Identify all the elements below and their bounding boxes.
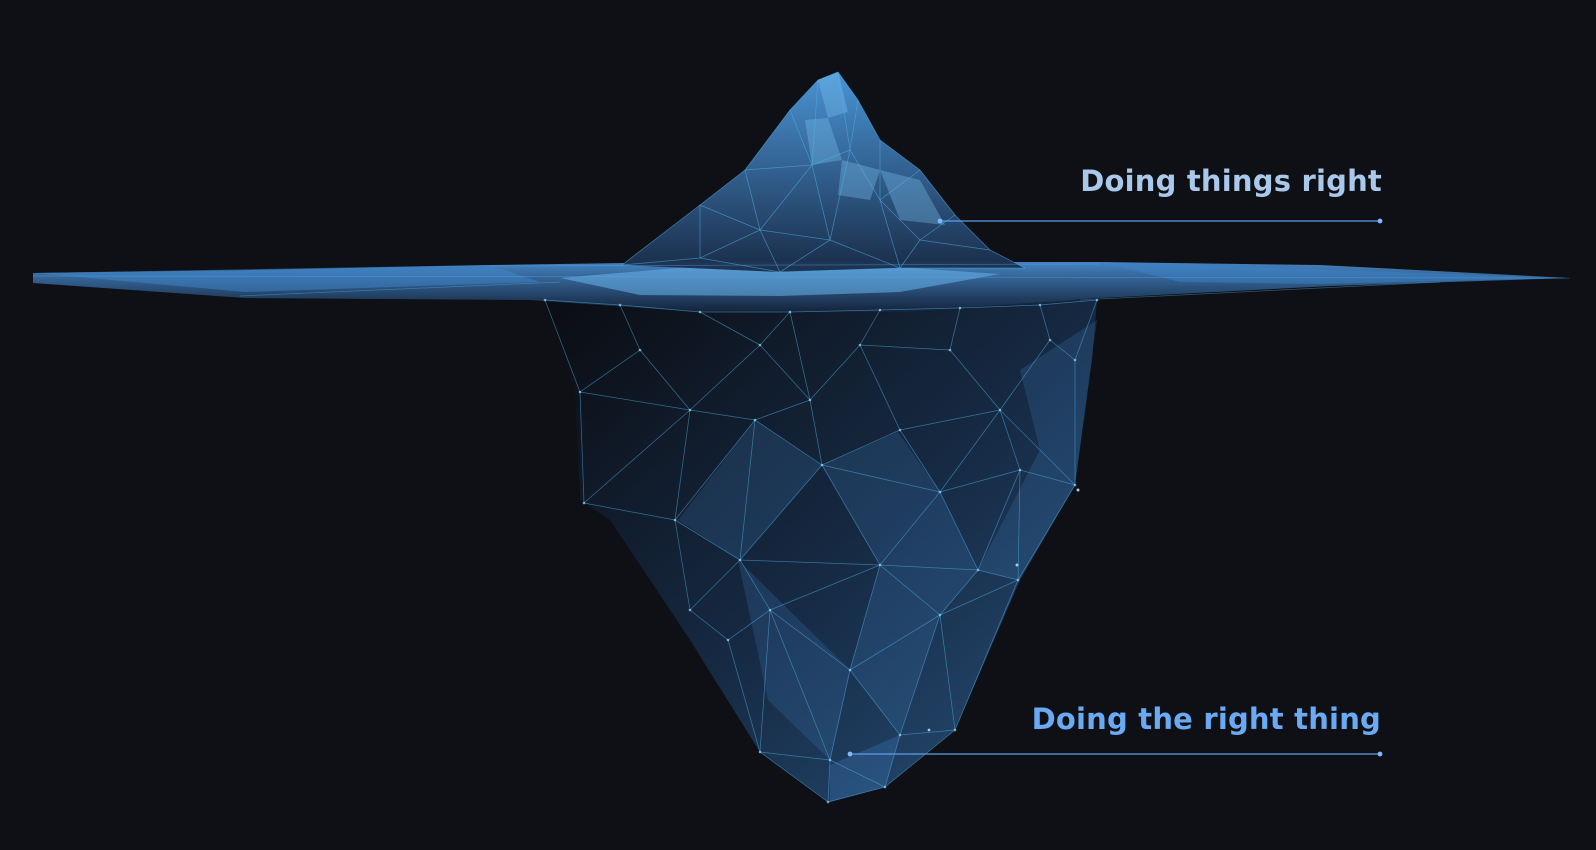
- label-doing-the-right-thing: Doing the right thing: [1031, 702, 1381, 736]
- sparkle-dots: [927, 488, 1080, 732]
- iceberg-wireframe-mesh: [32, 71, 1571, 803]
- mesh-vertices: [543, 298, 1099, 804]
- label-doing-things-right: Doing things right: [1080, 164, 1382, 198]
- iceberg-tip: [622, 72, 1025, 272]
- leader-line-top: [937, 218, 1383, 224]
- leader-line-bottom: [847, 751, 1383, 757]
- iceberg-submerged-mass: [545, 300, 1097, 802]
- water-surface: [33, 262, 1570, 312]
